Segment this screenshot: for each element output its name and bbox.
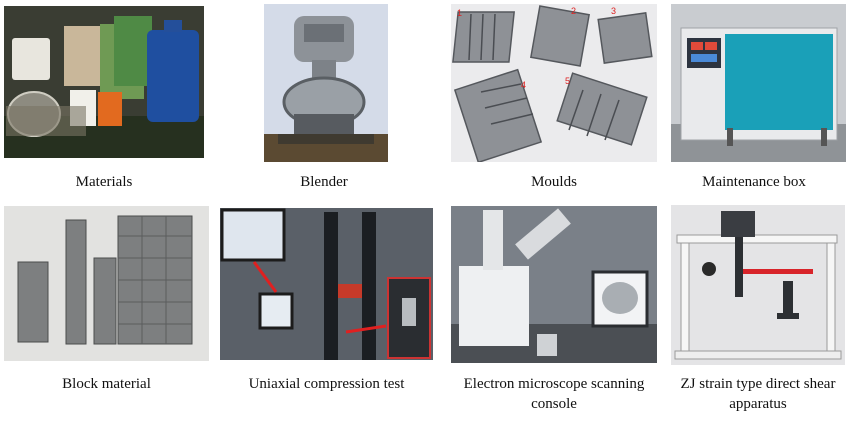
shear-apparatus-illustration: [671, 205, 845, 365]
caption-moulds: Moulds: [531, 174, 577, 190]
mould-number-5: 5: [565, 76, 570, 86]
caption-direct-shear-apparatus: ZJ strain type direct shear apparatus: [680, 376, 836, 412]
block-material-illustration: [4, 206, 209, 361]
caption-materials: Materials: [75, 174, 133, 190]
photo-uniaxial-compression-test: [220, 208, 433, 360]
caption-maintenance-box: Maintenance box: [702, 174, 806, 190]
caption-uniaxial-compression-test: Uniaxial compression test: [248, 376, 405, 392]
moulds-illustration: 1 2 3 4 5: [451, 4, 657, 162]
photo-direct-shear-apparatus: [671, 205, 845, 365]
photo-materials: [4, 6, 204, 158]
electron-microscope-illustration: [451, 206, 657, 363]
mould-number-4: 4: [521, 80, 526, 90]
photo-blender: [264, 4, 388, 162]
mould-number-1: 1: [457, 8, 462, 18]
photo-electron-microscope: [451, 206, 657, 363]
photo-block-material: [4, 206, 209, 361]
photo-moulds: 1 2 3 4 5: [451, 4, 657, 162]
caption-block-material: Block material: [62, 376, 151, 392]
caption-electron-microscope: Electron microscope scanning console: [463, 376, 645, 412]
caption-blender: Blender: [300, 174, 348, 190]
compression-test-illustration: [220, 208, 433, 360]
mould-number-2: 2: [571, 6, 576, 16]
blender-illustration: [264, 4, 388, 162]
maintenance-box-illustration: [671, 4, 846, 162]
photo-maintenance-box: [671, 4, 846, 162]
materials-illustration: [4, 6, 204, 158]
mould-number-3: 3: [611, 6, 616, 16]
